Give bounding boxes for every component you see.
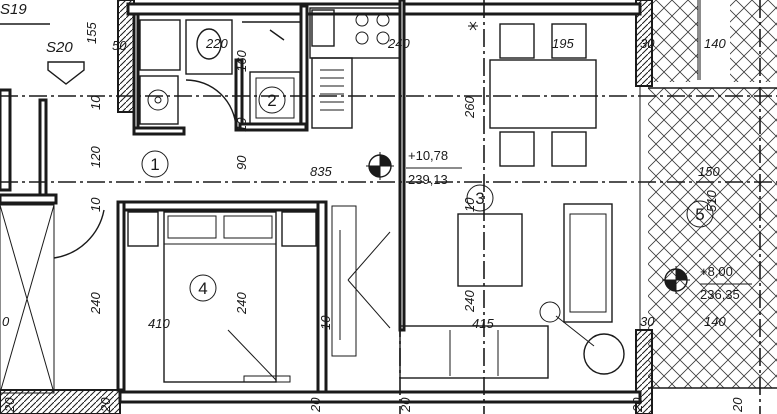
- room-number: 2: [267, 91, 276, 110]
- room-number: 5: [695, 205, 704, 224]
- dim-label: 415: [472, 316, 494, 331]
- elevation-level: +8,00: [700, 264, 733, 279]
- elevation-absolute: 239,13: [408, 172, 448, 187]
- room-marker-3: 3: [466, 184, 494, 212]
- section-marker-s20: S20: [46, 39, 85, 85]
- room-marker-2: 2: [258, 86, 286, 114]
- living-furniture: [331, 203, 625, 379]
- dim-label: 10: [234, 117, 249, 132]
- room-number: 1: [150, 155, 159, 174]
- room-number: 4: [198, 279, 207, 298]
- dim-label: 20: [730, 397, 745, 413]
- dim-label: 30: [640, 36, 655, 51]
- dim-label: 10: [88, 197, 103, 212]
- dim-label: 50: [112, 38, 127, 53]
- section-label-s19: S19: [0, 1, 27, 18]
- dim-label: 30: [640, 314, 655, 329]
- dim-label: 20: [98, 397, 113, 413]
- dimension-labels: 155 50 220 240 195 30 140 160 10 260 120…: [2, 22, 745, 413]
- terrace: [648, 0, 777, 389]
- dim-label: 160: [234, 50, 249, 72]
- dim-label: 20: [630, 397, 645, 413]
- dim-label: 240: [462, 290, 477, 313]
- dim-label: 240: [88, 292, 103, 315]
- dim-label: 240: [387, 36, 410, 51]
- dim-label: 140: [704, 314, 726, 329]
- elevation-marker-main: +10,78 239,13: [366, 148, 462, 187]
- dim-label: 20: [398, 397, 413, 413]
- dim-label: 220: [205, 36, 228, 51]
- dim-label: 20: [308, 397, 323, 413]
- elevation-level: +10,78: [408, 148, 448, 163]
- dim-label: 10: [88, 95, 103, 110]
- dim-label: 195: [552, 36, 574, 51]
- elevation-marker-terrace: +8,00 236,35: [662, 264, 752, 302]
- section-marker-s19: S19: [0, 1, 50, 25]
- dim-label: 10: [462, 197, 477, 212]
- dim-label: 150: [698, 164, 720, 179]
- walls: [0, 0, 653, 414]
- dim-label: 240: [234, 292, 249, 315]
- dining-set: [489, 23, 597, 167]
- room-number: 3: [475, 189, 484, 208]
- room-marker-4: 4: [189, 274, 217, 302]
- bathroom-fixtures: [139, 19, 301, 129]
- room-marker-1: 1: [141, 150, 169, 178]
- dim-label: 140: [704, 36, 726, 51]
- bedroom-furniture: [53, 209, 317, 383]
- dim-label: 260: [462, 96, 477, 119]
- section-label-s20: S20: [46, 39, 73, 56]
- dim-label: 835: [310, 164, 332, 179]
- elevation-absolute: 236,35: [700, 287, 740, 302]
- dim-label: 90: [234, 155, 249, 170]
- kitchen: [309, 7, 478, 129]
- dim-label: 0: [2, 314, 10, 329]
- dim-label: 510: [704, 190, 719, 212]
- dim-label: 10: [318, 315, 333, 330]
- room-marker-5: 5: [686, 200, 714, 228]
- dim-label: 120: [88, 146, 103, 168]
- dim-label: 20: [2, 397, 17, 413]
- dim-label: 155: [84, 22, 99, 44]
- dim-label: 410: [148, 316, 170, 331]
